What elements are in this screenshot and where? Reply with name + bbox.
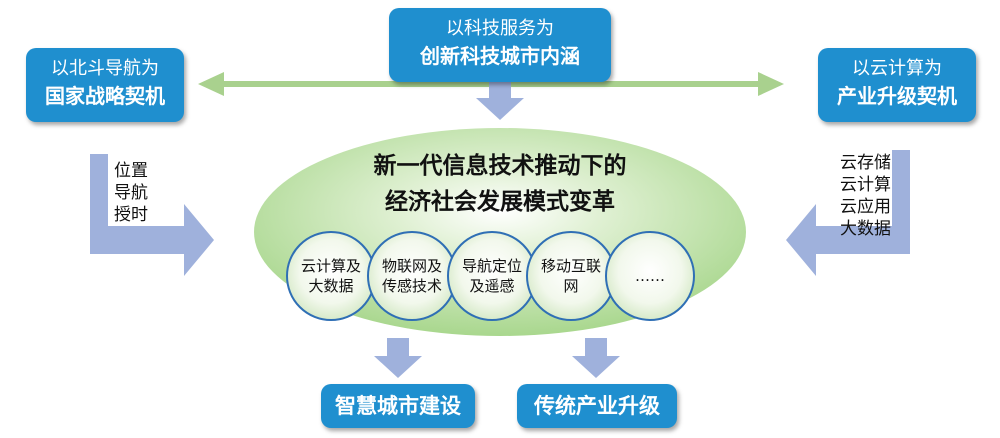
- right-arrow-labels: 云存储 云计算 云应用 大数据: [840, 152, 900, 240]
- circle-iot-line2: 传感技术: [381, 277, 442, 295]
- circle-more: [605, 231, 695, 321]
- arrow-left-bend: [90, 154, 214, 276]
- circle-nav-line2: 及遥感: [469, 277, 515, 295]
- box-cloud-line1: 以云计算为: [852, 58, 942, 79]
- left-label-position: 位置: [114, 161, 148, 181]
- box-beidou-line2: 国家战略契机: [45, 84, 165, 108]
- circle-text-cloud: 云计算及 大数据: [289, 256, 373, 296]
- center-title-line2: 经济社会发展模式变革: [385, 189, 615, 215]
- arrow-down-smart-city: [374, 338, 422, 378]
- box-beidou-line1: 以北斗导航为: [51, 58, 159, 79]
- center-title-line1: 新一代信息技术推动下的: [373, 153, 627, 179]
- arrow-right-bend: [786, 150, 910, 276]
- left-label-navigation: 导航: [114, 183, 148, 203]
- circle-text-mobile: 移动互联 网: [529, 256, 613, 296]
- box-tech-service-line2: 创新科技城市内涵: [420, 44, 580, 68]
- circle-more-line1: ……: [635, 267, 665, 285]
- circle-nav-line1: 导航定位: [461, 257, 522, 275]
- circle-text-nav: 导航定位 及遥感: [450, 256, 534, 296]
- arrow-down-traditional: [572, 338, 620, 378]
- left-arrow-labels: 位置 导航 授时: [114, 160, 154, 226]
- circle-mobile-line1: 移动互联: [540, 257, 601, 275]
- circle-iot-line1: 物联网及: [381, 257, 442, 275]
- tech-circles: [286, 231, 695, 321]
- right-label-cloud-computing: 云计算: [840, 175, 891, 195]
- box-tech-service-line1: 以科技服务为: [446, 18, 554, 39]
- circle-mobile-line2: 网: [563, 277, 579, 295]
- outcome-traditional-industry: 传统产业升级: [517, 384, 677, 428]
- right-label-cloud-storage: 云存储: [840, 153, 891, 173]
- box-cloud: 以云计算为 产业升级契机: [818, 48, 976, 122]
- arrow-down-top: [476, 82, 524, 120]
- box-cloud-line2: 产业升级契机: [837, 84, 957, 108]
- box-tech-service: 以科技服务为 创新科技城市内涵: [389, 8, 611, 82]
- right-label-cloud-application: 云应用: [840, 197, 891, 217]
- circle-cloud-line2: 大数据: [308, 277, 354, 295]
- box-beidou: 以北斗导航为 国家战略契机: [26, 48, 184, 122]
- circle-cloud-line1: 云计算及: [300, 257, 361, 275]
- circle-text-more: ……: [608, 266, 692, 286]
- left-label-timing: 授时: [114, 205, 148, 225]
- right-label-big-data: 大数据: [840, 219, 891, 239]
- outcome-smart-city: 智慧城市建设: [321, 384, 475, 428]
- circle-text-iot: 物联网及 传感技术: [370, 256, 454, 296]
